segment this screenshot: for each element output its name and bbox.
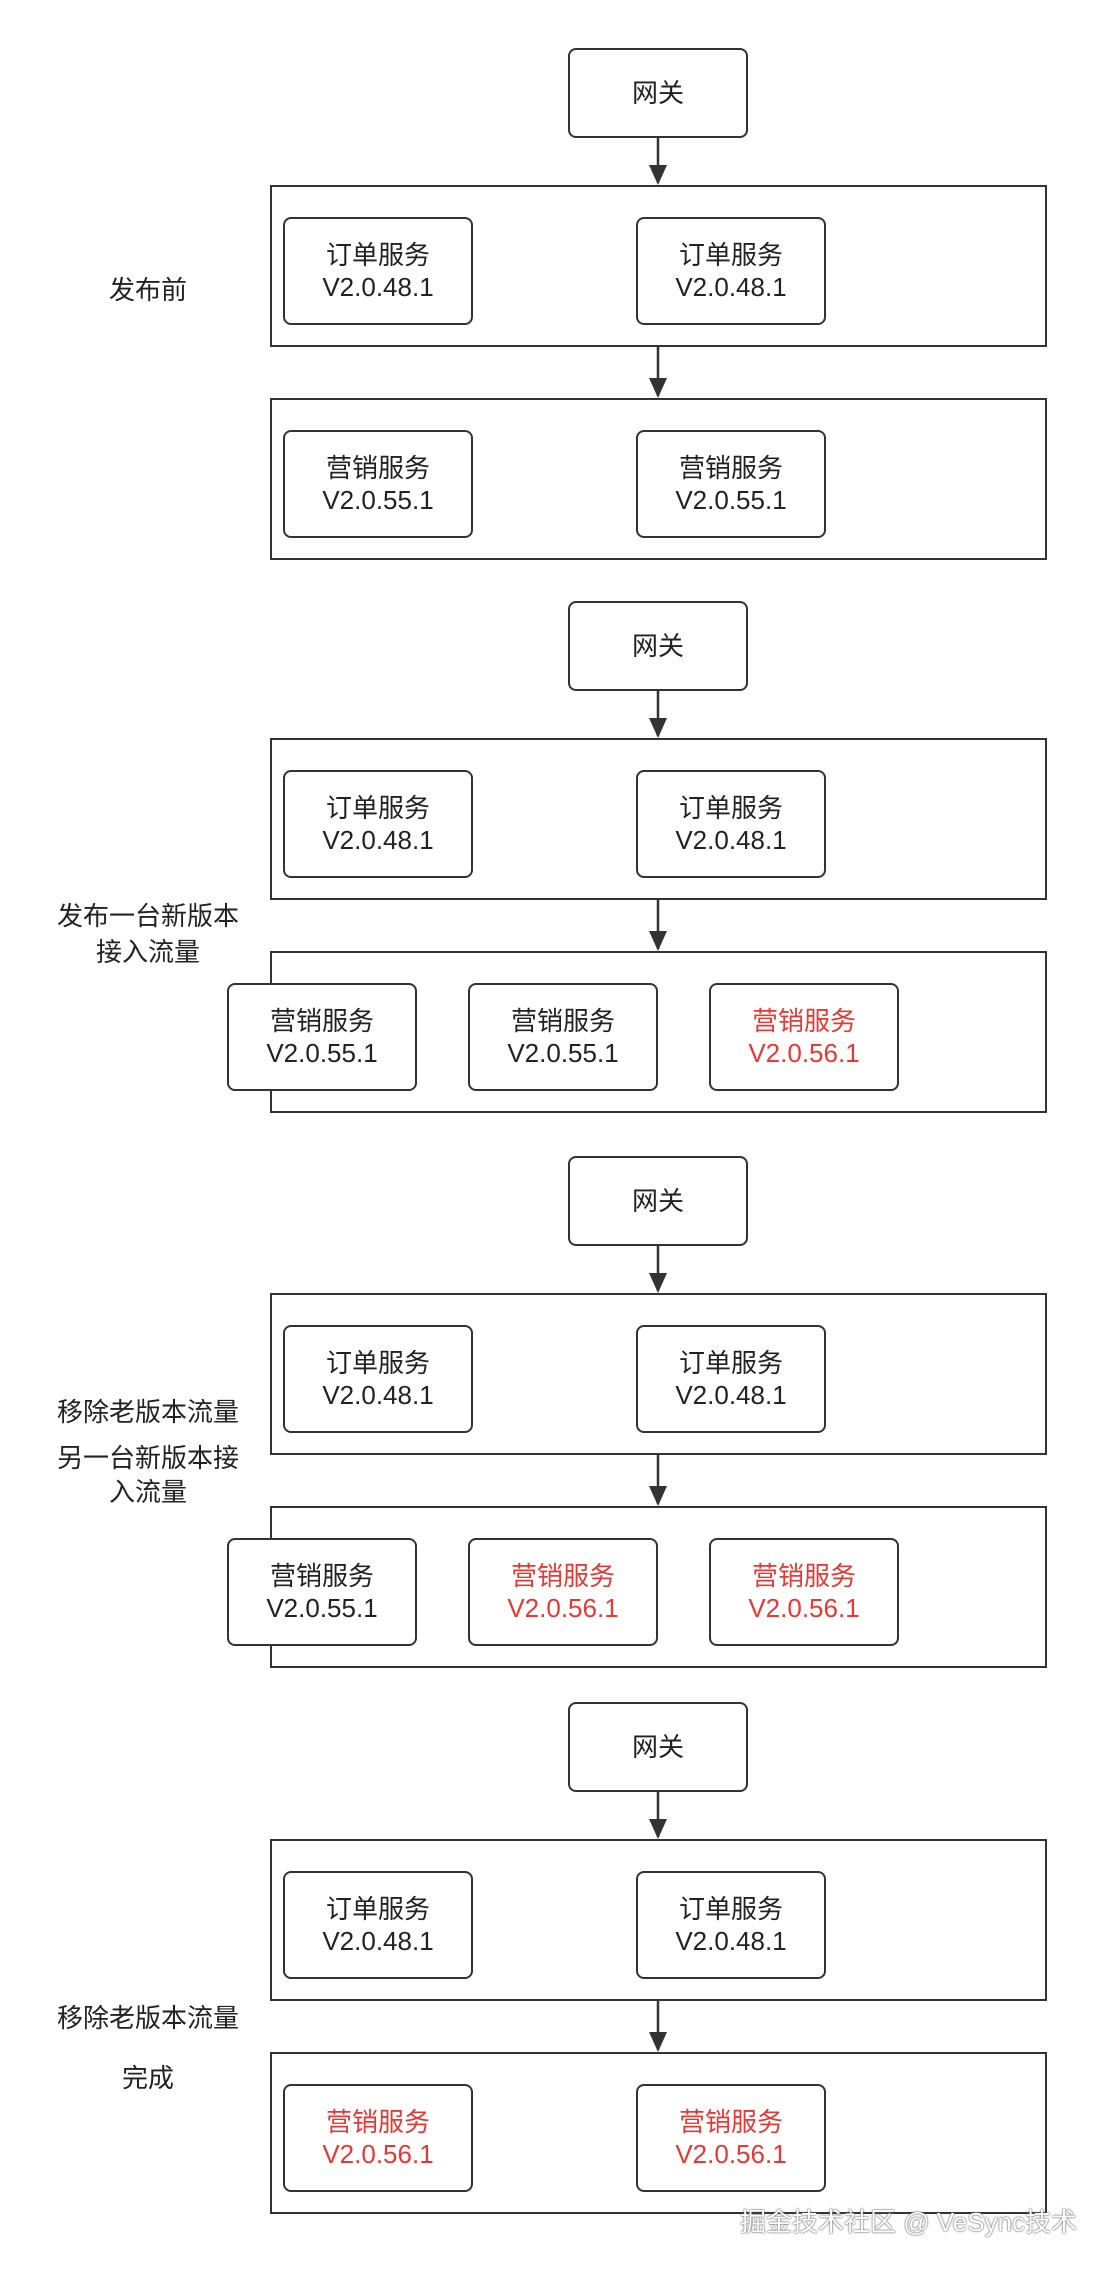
service-version: V2.0.56.1 bbox=[322, 2139, 434, 2169]
arrow-order-to-marketing bbox=[649, 900, 667, 951]
gateway-node: 网关 bbox=[568, 1702, 748, 1792]
stage-label: 完成 bbox=[121, 2063, 174, 2093]
service-name: 订单服务 bbox=[678, 793, 783, 823]
service-name: 营销服务 bbox=[510, 1006, 615, 1036]
arrow-gateway-to-order bbox=[649, 138, 667, 185]
arrow-order-to-marketing bbox=[649, 1455, 667, 1506]
service-name: 营销服务 bbox=[678, 2107, 783, 2137]
service-name: 订单服务 bbox=[678, 1348, 783, 1378]
service-version: V2.0.55.1 bbox=[675, 485, 787, 515]
service-name: 营销服务 bbox=[325, 2107, 430, 2137]
gateway-node: 网关 bbox=[568, 48, 748, 138]
stage-label: 入流量 bbox=[108, 1477, 187, 1507]
arrow-gateway-to-order bbox=[649, 1246, 667, 1293]
service-name: 营销服务 bbox=[269, 1006, 374, 1036]
service-name: 营销服务 bbox=[325, 453, 430, 483]
service-name: 营销服务 bbox=[678, 453, 783, 483]
stage-label: 发布一台新版本 bbox=[56, 901, 239, 931]
gateway-node: 网关 bbox=[568, 1156, 748, 1246]
service-version: V2.0.55.1 bbox=[507, 1038, 619, 1068]
gateway-label: 网关 bbox=[631, 1732, 684, 1762]
arrow-gateway-to-order bbox=[649, 691, 667, 738]
gateway-node: 网关 bbox=[568, 601, 748, 691]
service-name: 订单服务 bbox=[325, 793, 430, 823]
service-name: 订单服务 bbox=[678, 240, 783, 270]
gateway-label: 网关 bbox=[631, 78, 684, 108]
service-version: V2.0.56.1 bbox=[507, 1593, 619, 1623]
service-version: V2.0.48.1 bbox=[322, 1926, 434, 1956]
arrow-order-to-marketing bbox=[649, 2001, 667, 2052]
service-version: V2.0.48.1 bbox=[675, 825, 787, 855]
stage-label: 移除老版本流量 bbox=[56, 2003, 239, 2033]
service-name: 营销服务 bbox=[751, 1561, 856, 1591]
service-name: 营销服务 bbox=[269, 1561, 374, 1591]
arrow-gateway-to-order bbox=[649, 1792, 667, 1839]
stage-label: 发布前 bbox=[108, 275, 187, 305]
gateway-label: 网关 bbox=[631, 631, 684, 661]
service-version: V2.0.55.1 bbox=[266, 1593, 378, 1623]
service-version: V2.0.56.1 bbox=[675, 2139, 787, 2169]
service-name: 订单服务 bbox=[325, 1894, 430, 1924]
service-version: V2.0.48.1 bbox=[675, 1380, 787, 1410]
service-version: V2.0.48.1 bbox=[322, 1380, 434, 1410]
service-version: V2.0.48.1 bbox=[322, 825, 434, 855]
arrow-order-to-marketing bbox=[649, 347, 667, 398]
stage-label: 移除老版本流量 bbox=[56, 1397, 239, 1427]
service-name: 营销服务 bbox=[751, 1006, 856, 1036]
service-version: V2.0.48.1 bbox=[322, 272, 434, 302]
service-name: 订单服务 bbox=[325, 1348, 430, 1378]
service-name: 营销服务 bbox=[510, 1561, 615, 1591]
service-version: V2.0.55.1 bbox=[266, 1038, 378, 1068]
service-version: V2.0.48.1 bbox=[675, 1926, 787, 1956]
service-version: V2.0.56.1 bbox=[748, 1038, 860, 1068]
service-version: V2.0.56.1 bbox=[748, 1593, 860, 1623]
service-version: V2.0.55.1 bbox=[322, 485, 434, 515]
service-name: 订单服务 bbox=[325, 240, 430, 270]
stage-label: 接入流量 bbox=[95, 937, 200, 967]
gateway-label: 网关 bbox=[631, 1186, 684, 1216]
service-version: V2.0.48.1 bbox=[675, 272, 787, 302]
service-name: 订单服务 bbox=[678, 1894, 783, 1924]
watermark: 掘金技术社区 @ VeSync技术 bbox=[740, 2207, 1078, 2237]
stage-label: 另一台新版本接 bbox=[56, 1443, 239, 1473]
